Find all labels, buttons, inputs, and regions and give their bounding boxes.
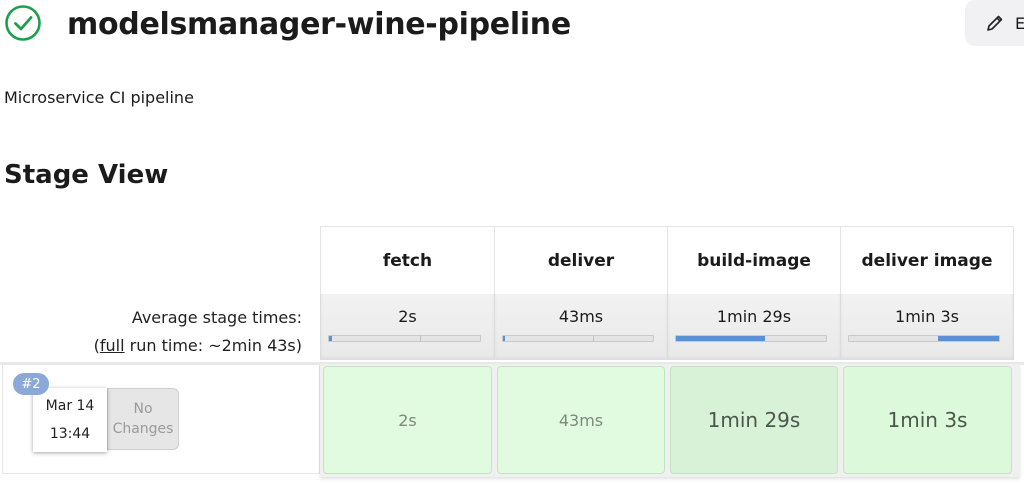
build-time: 13:44 [49, 426, 91, 442]
stage-cell-deliver[interactable]: 43ms [497, 366, 665, 474]
avg-bar-build-image [675, 335, 827, 342]
avg-cell-fetch: 2s [320, 294, 494, 360]
avg-cell-deliver: 43ms [494, 294, 667, 360]
edit-label: E [1015, 13, 1024, 33]
build-date-box[interactable]: Mar 14 13:44 [33, 388, 107, 452]
avg-bar-fill-fetch [329, 336, 333, 341]
build-number-badge[interactable]: #2 [13, 373, 49, 395]
stage-header-fetch: fetch [320, 226, 494, 294]
stage-view-table: fetch deliver build-image deliver image … [0, 226, 1024, 485]
page-title: modelsmanager-wine-pipeline [67, 7, 571, 42]
avg-time-deliver: 43ms [558, 307, 604, 326]
avg-bar-fill-deliver-image [937, 336, 999, 341]
stage-cell-fetch[interactable]: 2s [323, 366, 492, 474]
avg-time-deliver-image: 1min 3s [895, 307, 959, 326]
success-check-icon [5, 5, 41, 41]
avg-bar-deliver [502, 335, 654, 342]
row-separator [0, 362, 1024, 365]
avg-cell-build-image: 1min 29s [667, 294, 840, 360]
pencil-icon [987, 15, 1003, 31]
stage-header-build-image: build-image [667, 226, 840, 294]
avg-time-fetch: 2s [398, 307, 417, 326]
avg-time-build-image: 1min 29s [716, 307, 792, 326]
no-changes-box[interactable]: No Changes [107, 388, 179, 450]
stage-header-deliver: deliver [494, 226, 667, 294]
edit-description-button[interactable]: E [965, 0, 1024, 46]
average-stage-times-label: Average stage times: [131, 308, 302, 327]
avg-bar-fill-build-image [676, 336, 765, 341]
avg-bar-fill-deliver [503, 336, 505, 341]
stage-cell-deliver-image[interactable]: 1min 3s [843, 366, 1012, 474]
build-date: Mar 14 [45, 398, 95, 414]
avg-bar-fetch [328, 335, 481, 342]
full-run-link[interactable]: full [99, 336, 125, 355]
stage-header-deliver-image: deliver image [840, 226, 1014, 294]
stage-cell-build-image[interactable]: 1min 29s [670, 366, 838, 474]
section-title: Stage View [4, 160, 169, 190]
job-description: Microservice CI pipeline [4, 88, 194, 107]
avg-cell-deliver-image: 1min 3s [840, 294, 1014, 360]
avg-bar-deliver-image [848, 335, 1000, 342]
full-run-time-label: (full run time: ~2min 43s) [93, 336, 302, 355]
